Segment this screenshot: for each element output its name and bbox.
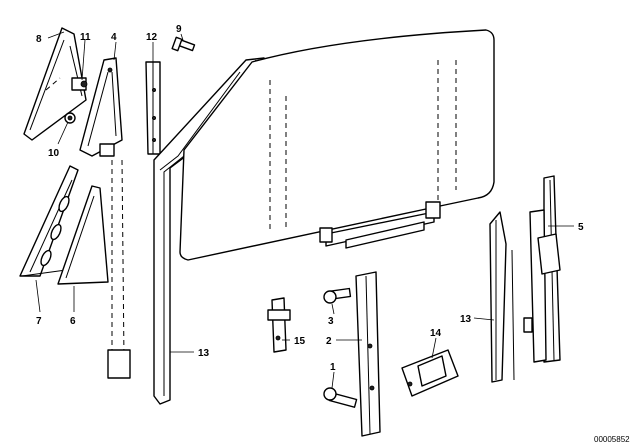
callout-10: 10 [48,148,60,159]
callout-8: 8 [36,34,42,45]
clip-part-15 [267,297,291,353]
callout-5: 5 [578,222,584,233]
callout-14: 14 [430,328,442,339]
callout-4: 4 [111,32,117,43]
window-guide-rail-5 [523,175,561,363]
guide-rail-12 [145,61,161,155]
bracket-part-14 [401,349,459,397]
callout-7: 7 [36,316,42,327]
callout-2: 2 [326,336,332,347]
callout-3: 3 [328,316,334,327]
vent-frame-lower [19,165,79,277]
screw-part-10 [64,112,76,124]
vent-glass-upper [23,27,87,141]
glass-lifter-rail [319,201,441,249]
vent-frame [79,57,131,379]
callout-6: 6 [70,316,76,327]
bolt-part-9 [171,36,196,52]
diagram-code: 00005852 [594,435,630,444]
callout-12: 12 [146,32,158,43]
callout-13-right: 13 [460,314,472,325]
leader-lines [35,31,574,389]
bolt-part-3 [323,287,352,304]
door-window-glass [179,29,495,261]
bolt-part-1 [323,387,358,408]
callout-9: 9 [176,24,182,35]
lifter-bracket-2 [355,271,381,437]
callout-13-left: 13 [198,348,210,359]
callout-15: 15 [294,336,306,347]
channel-strip-right [489,211,515,383]
callout-1: 1 [330,362,336,373]
vent-glass-lower [57,185,109,285]
clip-part-11 [71,77,88,91]
callout-11: 11 [80,32,91,43]
